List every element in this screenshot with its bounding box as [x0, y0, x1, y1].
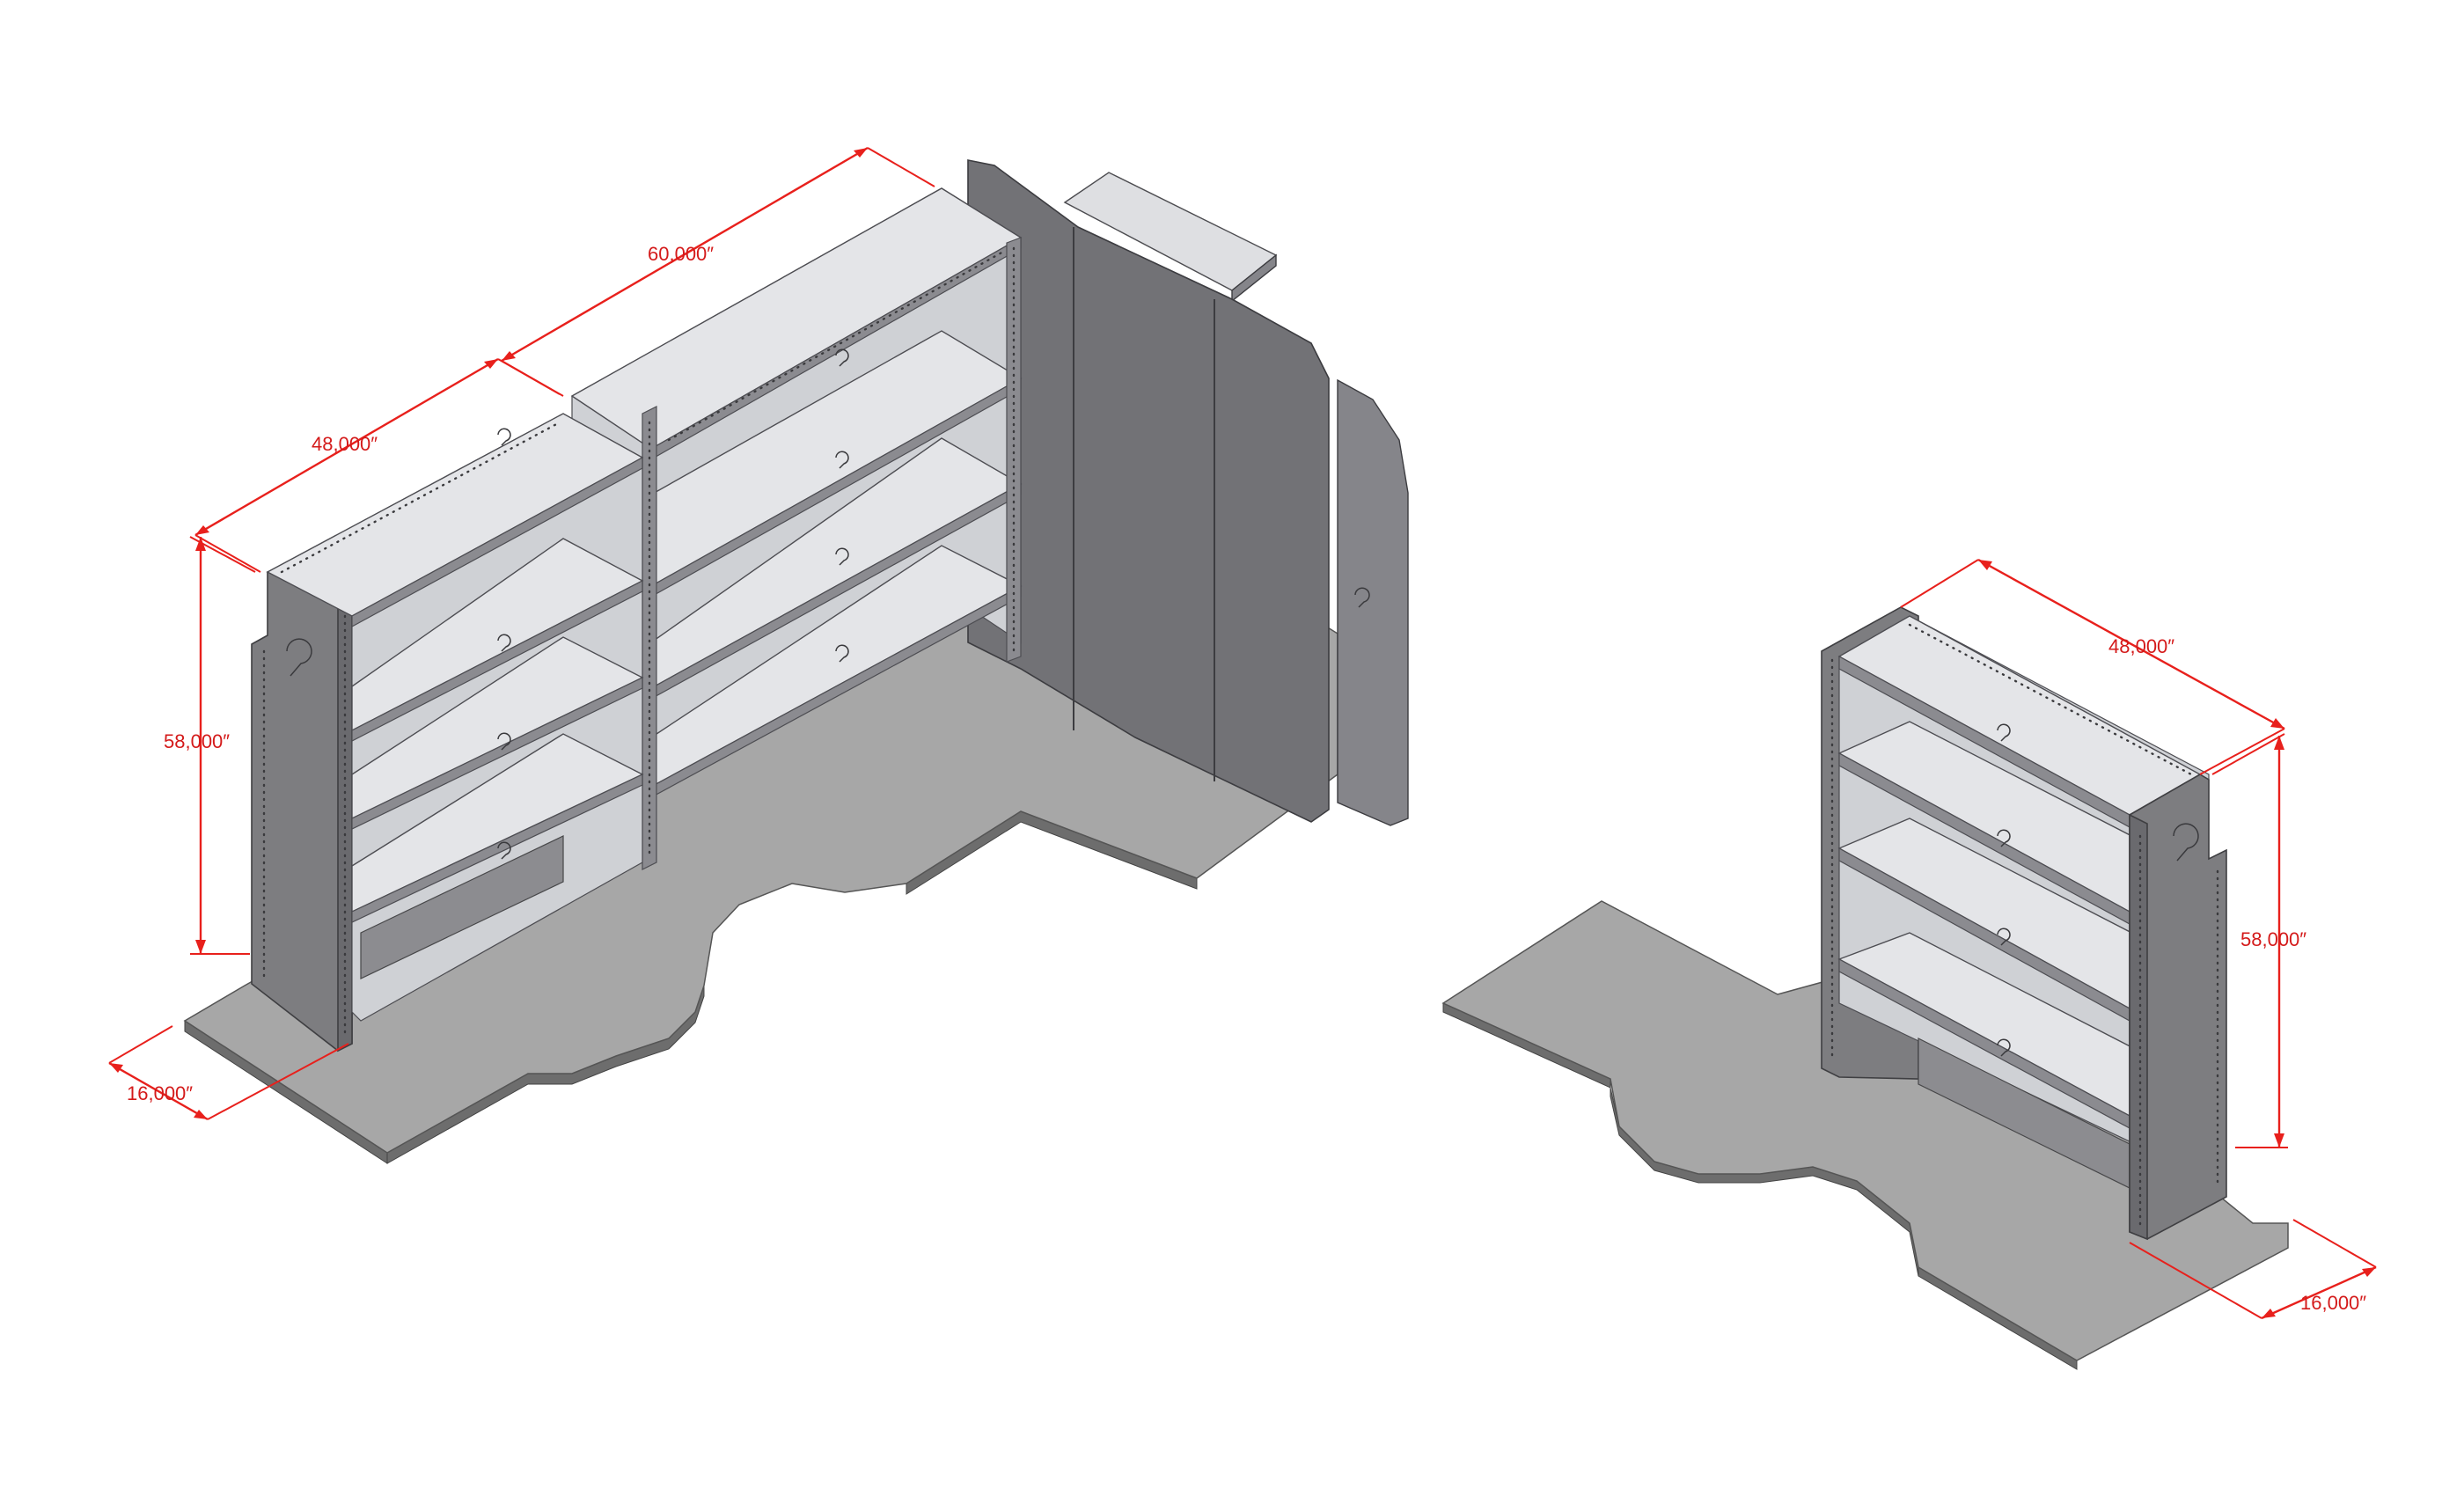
long-shelving-unit — [570, 187, 1023, 870]
dimension-16-in-right: 16,000″ — [2129, 1219, 2377, 1320]
dimension-48-in-right: 48,000″ — [1900, 558, 2285, 775]
left-end-panel — [251, 562, 353, 1052]
dimension-58-in-left: 58,000″ — [164, 536, 256, 955]
dimension-16-in-left: 16,000″ — [108, 1025, 349, 1121]
right-shelving-unit — [1821, 606, 2227, 1241]
dimension-label-58-right: 58,000″ — [2240, 928, 2306, 950]
right-van-floor — [1441, 900, 2289, 1370]
bulkhead-partition — [967, 159, 1409, 826]
dimension-label-60: 60,000″ — [648, 243, 714, 265]
dimension-label-16-left: 16,000″ — [127, 1082, 193, 1104]
dimension-60-in: 60,000″ — [501, 146, 935, 397]
dimension-58-in-right: 58,000″ — [2211, 733, 2306, 1148]
dimension-label-48-left: 48,000″ — [312, 433, 378, 455]
short-shelving-unit — [266, 413, 644, 1022]
dimension-label-58-left: 58,000″ — [164, 730, 230, 752]
dimension-label-16-right: 16,000″ — [2300, 1292, 2366, 1314]
dimension-label-48-right: 48,000″ — [2108, 635, 2174, 657]
dimension-48-in-left: 48,000″ — [194, 357, 561, 573]
